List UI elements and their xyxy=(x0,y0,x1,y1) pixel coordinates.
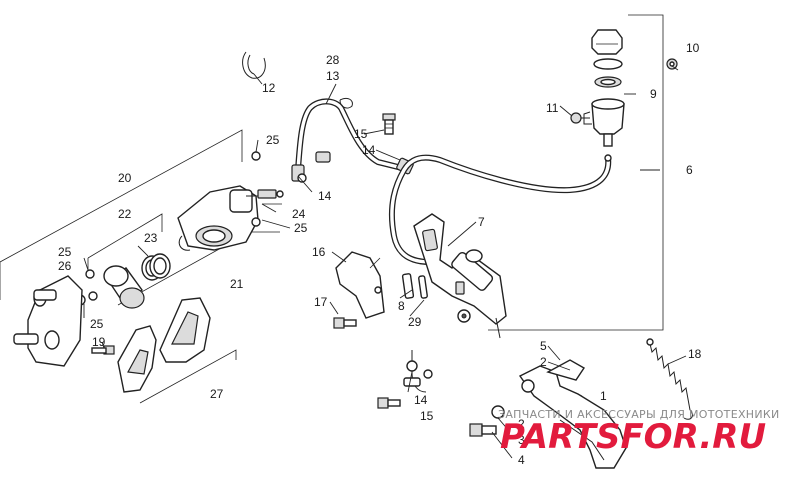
callout-4: 4 xyxy=(518,453,525,467)
callout-25d: 25 xyxy=(90,317,104,331)
banjo-fitting-14-bottom xyxy=(403,350,433,393)
callout-17: 17 xyxy=(314,295,328,309)
bolt-17 xyxy=(333,317,357,329)
watermark: ЗАПЧАСТИ И АКСЕССУАРЫ ДЛЯ МОТОТЕХНИКИ PA… xyxy=(498,408,780,457)
leader-lines xyxy=(83,65,687,459)
callout-22: 22 xyxy=(118,207,132,221)
reservoir-cap-9 xyxy=(591,29,623,55)
bolt-19 xyxy=(91,345,115,355)
brake-hose-rear xyxy=(388,154,612,265)
circlip-12 xyxy=(242,51,266,79)
callout-19: 19 xyxy=(92,335,106,349)
callout-20: 20 xyxy=(118,171,132,185)
reservoir-diaphragm xyxy=(593,58,623,88)
callout-18: 18 xyxy=(688,347,702,361)
group-bracket-27 xyxy=(139,349,237,404)
banjo-bolt-15-top xyxy=(382,113,396,135)
callout-9: 9 xyxy=(650,87,657,101)
callout-12: 12 xyxy=(262,81,276,95)
callout-8: 8 xyxy=(398,299,405,313)
brake-pedal-1 xyxy=(491,359,627,469)
callout-3: 3 xyxy=(518,433,525,447)
callout-2a: 2 xyxy=(540,355,547,369)
group-bracket-6 xyxy=(488,14,664,331)
nut-10 xyxy=(666,58,678,70)
banjo-bolt-14-mid xyxy=(297,151,331,183)
spring-18 xyxy=(646,338,693,420)
hose-clip-28 xyxy=(339,97,353,109)
callouts: 12 28 13 15 14 14 25 24 25 20 22 23 21 2… xyxy=(58,41,702,467)
callout-15b: 15 xyxy=(420,409,434,423)
callout-16: 16 xyxy=(312,245,326,259)
piston-22 xyxy=(103,265,145,309)
brake-hose-13 xyxy=(291,98,414,182)
callout-25a: 25 xyxy=(266,133,280,147)
reservoir-body xyxy=(583,98,625,162)
callout-1: 1 xyxy=(600,389,607,403)
callout-26: 26 xyxy=(58,259,72,273)
callout-6: 6 xyxy=(686,163,693,177)
bolt-4 xyxy=(469,423,497,437)
brake-caliper-21 xyxy=(177,185,284,251)
callout-23: 23 xyxy=(144,231,158,245)
bolt-15-bottom xyxy=(377,397,401,409)
callout-7: 7 xyxy=(478,215,485,229)
callout-5: 5 xyxy=(540,339,547,353)
caliper-bracket-20 xyxy=(13,275,83,367)
piston-seals-23 xyxy=(141,253,171,281)
callout-25c: 25 xyxy=(58,245,72,259)
group-bracket-20 xyxy=(0,129,243,300)
callout-10: 10 xyxy=(686,41,700,55)
callout-11: 11 xyxy=(546,101,559,115)
callout-15a: 15 xyxy=(354,127,368,141)
watermark-tagline: ЗАПЧАСТИ И АКСЕССУАРЫ ДЛЯ МОТОТЕХНИКИ xyxy=(498,408,780,421)
master-cylinder-7 xyxy=(413,213,507,339)
callout-14c: 14 xyxy=(414,393,428,407)
callout-2b: 2 xyxy=(518,417,525,431)
callout-28: 28 xyxy=(326,53,340,67)
callout-25b: 25 xyxy=(294,221,308,235)
callout-14a: 14 xyxy=(362,143,376,157)
brake-pads-27 xyxy=(117,297,211,393)
callout-14b: 14 xyxy=(318,189,332,203)
callout-29: 29 xyxy=(408,315,422,329)
callout-24: 24 xyxy=(292,207,306,221)
callout-21: 21 xyxy=(230,277,244,291)
mount-bracket-16 xyxy=(335,251,385,319)
pin-8-29 xyxy=(401,273,428,299)
watermark-brand: PARTSFOR.RU xyxy=(500,417,766,457)
callout-27: 27 xyxy=(210,387,224,401)
callout-13: 13 xyxy=(326,69,340,83)
screw-11 xyxy=(570,112,590,124)
